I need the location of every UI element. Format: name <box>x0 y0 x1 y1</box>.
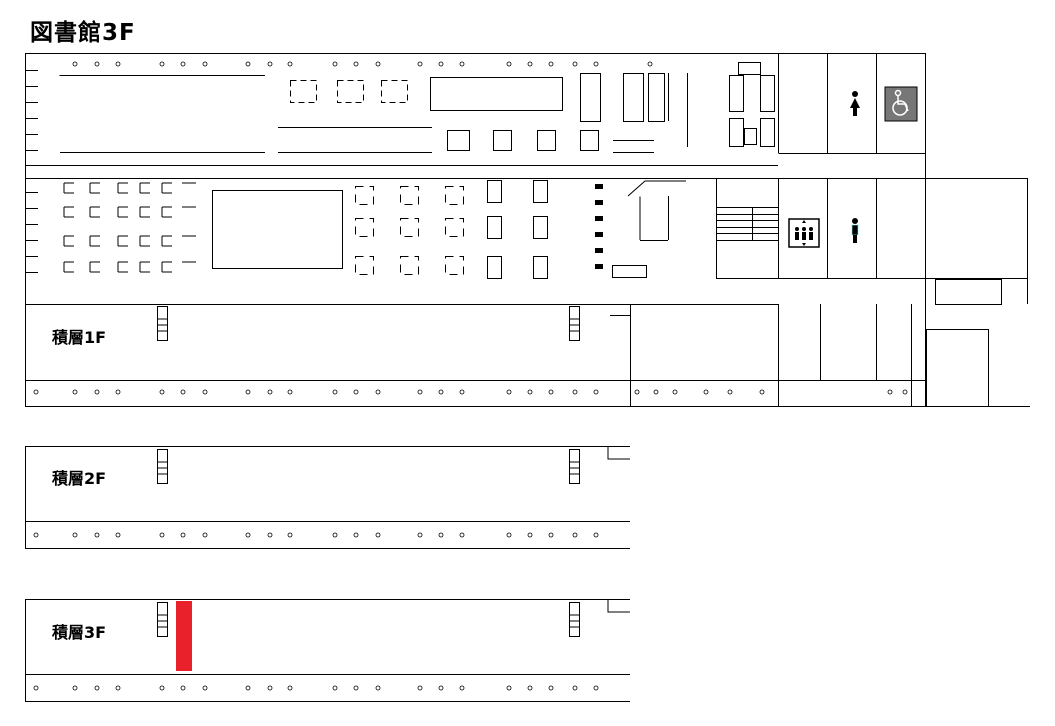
wheelchair-restroom-icon <box>884 86 918 122</box>
tables-upper <box>290 73 688 153</box>
stack-2f <box>25 446 630 549</box>
stairwell <box>716 178 1028 406</box>
reading-counter <box>212 190 343 269</box>
elevator-icon <box>788 218 820 248</box>
male-restroom-icon <box>851 218 859 243</box>
stairs-icon <box>157 306 168 341</box>
map-title: 図書館3F <box>30 20 136 46</box>
current-location-marker <box>176 601 192 671</box>
stack-3f <box>25 599 630 702</box>
lounge-seating <box>729 62 775 147</box>
tables-center <box>355 180 548 279</box>
main-floor <box>25 53 1030 407</box>
female-restroom-icon <box>850 91 860 116</box>
stack-label-3f: 積層3F <box>52 623 107 642</box>
stack-label-1f: 積層1F <box>52 328 107 347</box>
computer-icon <box>595 184 603 269</box>
shelf-markers <box>33 61 908 691</box>
stack-label-2f: 積層2F <box>52 469 107 488</box>
desk-clusters <box>63 182 196 273</box>
